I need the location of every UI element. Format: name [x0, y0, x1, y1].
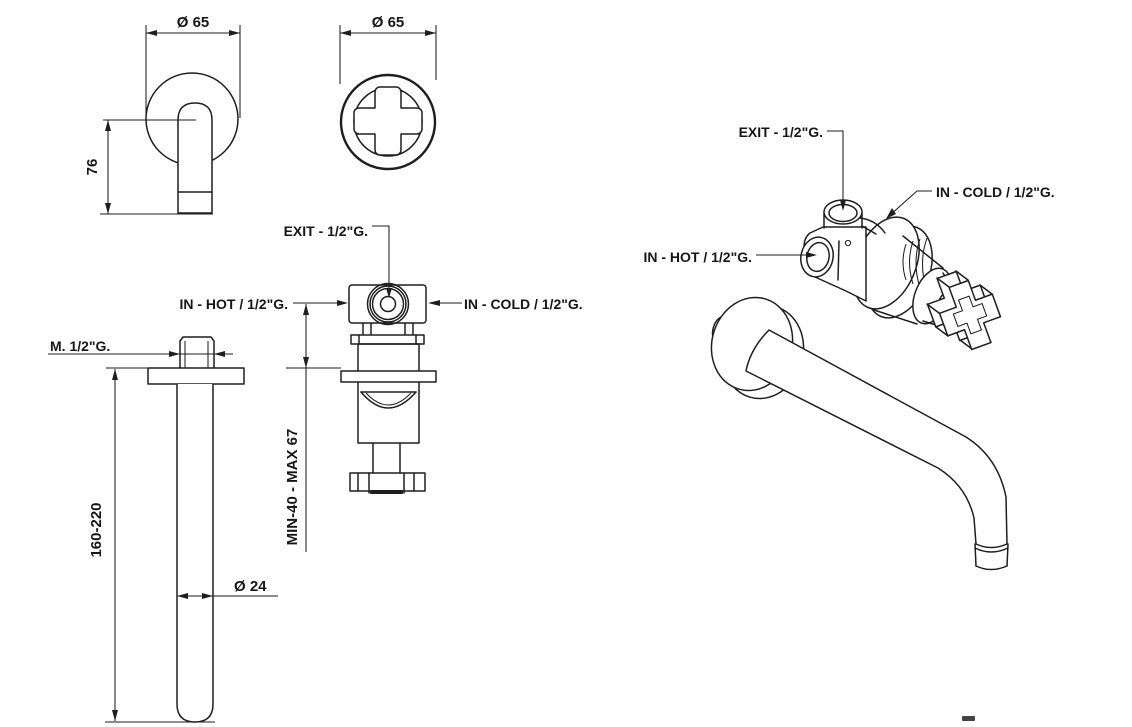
label-exit-iso: EXIT - 1/2"G. [739, 124, 823, 140]
spout-tube-side [177, 102, 213, 214]
cross-handle-front [353, 86, 423, 156]
iso-spout-tip [975, 565, 1008, 571]
handle-flange-circle [339, 73, 437, 171]
dim-diameter-65-mid: Ø 65 [372, 14, 405, 31]
iso-valve-assembly [800, 199, 1007, 356]
label-in-cold-front: IN - COLD / 1/2"G. [464, 296, 583, 312]
iso-spout-tube [745, 329, 1008, 549]
dim-height-76: 76 [84, 159, 101, 176]
iso-cross-handle [926, 270, 1007, 355]
thread-connector [179, 336, 215, 368]
spout-tube-front [176, 384, 214, 723]
dim-length-range: 160-220 [88, 502, 105, 557]
page-artifact-mark [962, 716, 975, 721]
label-in-hot-front: IN - HOT / 1/2"G. [179, 296, 288, 312]
view-handle-front: Ø 65 [339, 14, 437, 171]
wall-flange-front [340, 370, 437, 383]
spout-wall-plate [147, 367, 245, 385]
view-spout-side: Ø 65 76 [84, 14, 241, 215]
exit-port-front [379, 295, 397, 313]
dim-diameter-65-left: Ø 65 [177, 14, 210, 31]
iso-spout-assembly [710, 296, 1009, 571]
view-valve-front: EXIT - 1/2"G. IN - HOT / 1/2"G. IN - COL… [179, 223, 583, 552]
dim-thread-label: M. 1/2"G. [50, 338, 110, 354]
dim-diameter-24: Ø 24 [234, 578, 267, 595]
iso-screw-hole [844, 239, 852, 247]
dim-recess-depth: MIN-40 - MAX 67 [284, 429, 301, 546]
view-spout-front: M. 1/2"G. 160-220 Ø 24 [48, 336, 278, 723]
view-isometric: EXIT - 1/2"G. IN - COLD / 1/2"G. IN - HO… [643, 124, 1055, 571]
valve-plate [350, 334, 425, 345]
label-in-hot-iso: IN - HOT / 1/2"G. [643, 249, 752, 265]
label-exit-front: EXIT - 1/2"G. [284, 223, 368, 239]
label-in-cold-iso: IN - COLD / 1/2"G. [936, 184, 1055, 200]
